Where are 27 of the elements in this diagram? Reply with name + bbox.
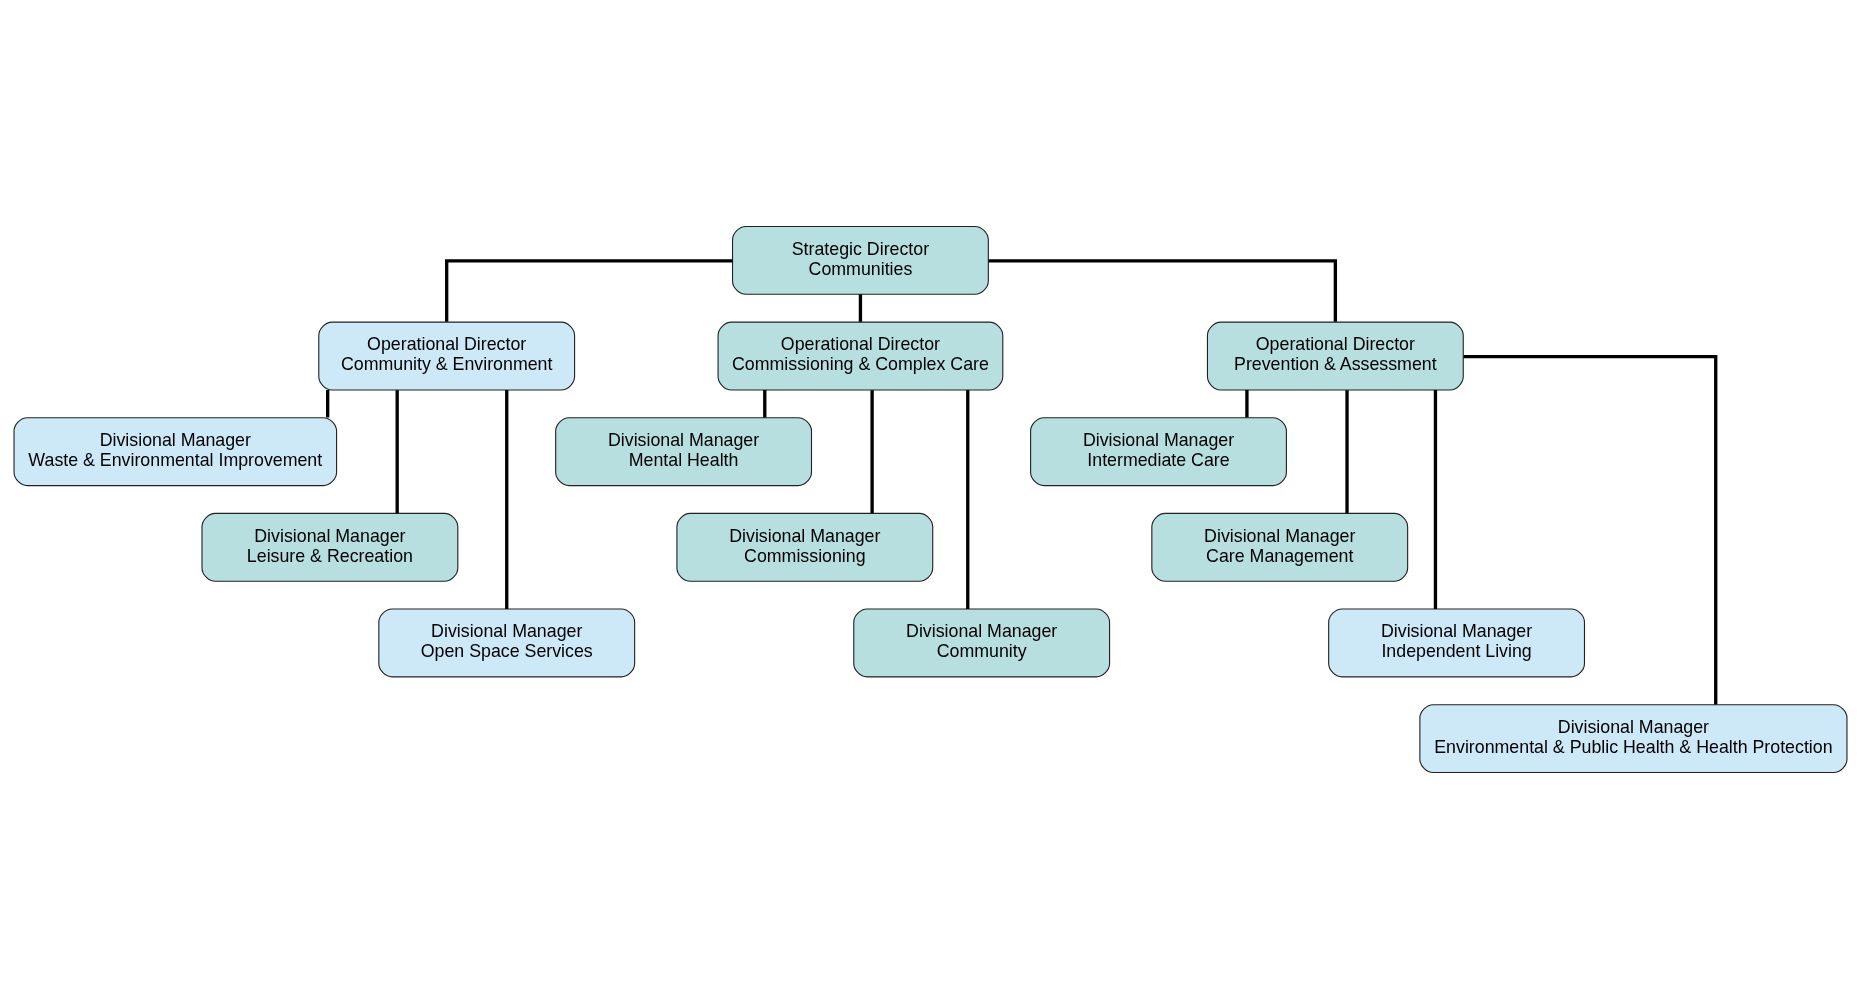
connector: [1463, 354, 1718, 705]
connector: [988, 259, 1337, 322]
connector: [505, 390, 509, 609]
node-box: Divisional Manager Care Management: [1151, 512, 1409, 582]
node-box: Divisional Manager Mental Health: [555, 417, 813, 487]
connector: [1433, 390, 1438, 609]
node-box: Divisional Manager Independent Living: [1328, 608, 1586, 678]
node-box: Divisional Manager Waste & Environmental Improvement: [13, 417, 338, 487]
node-box: Divisional Manager Intermediate Care: [1030, 417, 1287, 487]
node-box: Divisional Manager Environmental & Public Health & Health Protection: [1419, 704, 1848, 774]
connector: [326, 390, 330, 418]
node-box: Divisional Manager Leisure & Recreation: [201, 512, 459, 582]
node-box: Operational Director Prevention & Assessment: [1206, 321, 1464, 391]
connector: [763, 390, 767, 418]
connector: [1345, 390, 1349, 514]
node-box: Divisional Manager Open Space Services: [378, 608, 636, 678]
connector: [1245, 390, 1249, 418]
connector: [858, 294, 863, 322]
node-box: Operational Director Commissioning & Complex Care: [717, 321, 1004, 391]
node-box: Divisional Manager Commissioning: [676, 512, 934, 582]
node-box: Divisional Manager Community: [853, 608, 1111, 678]
node-box: Operational Director Community & Environment: [318, 321, 576, 391]
connector: [966, 390, 970, 609]
connector: [870, 390, 874, 514]
node-box: Strategic Director Communities: [731, 225, 989, 295]
connector: [445, 259, 733, 322]
connector: [395, 390, 399, 514]
